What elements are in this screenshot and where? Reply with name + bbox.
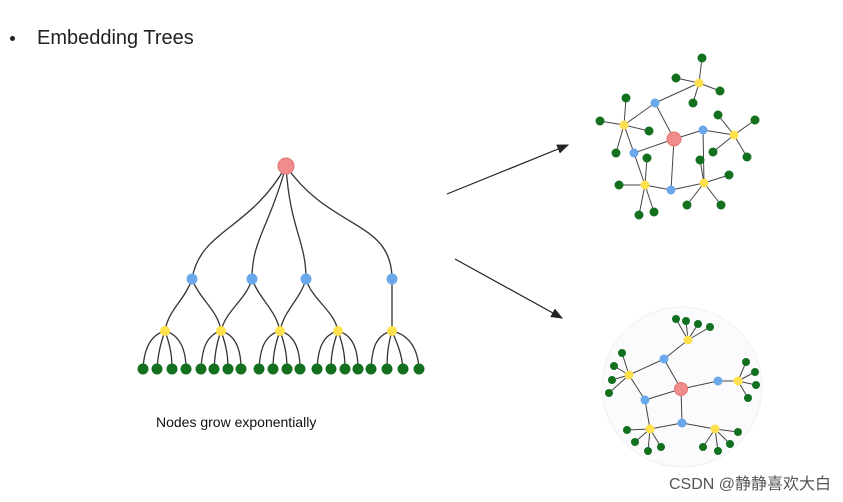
arrow-to-euclidean-embedding [446,144,570,195]
hyperbolic-root-node [674,382,688,396]
tree-node-level2 [275,326,285,336]
euclidean-node-level2 [619,120,629,130]
diagram-caption: Nodes grow exponentially [156,414,317,430]
tree-node-level1 [386,273,398,285]
bullet-dot [10,35,15,41]
tree-edges-level1 [164,278,393,332]
tree-leaf-node [381,363,393,375]
hyperbolic-node-level2 [683,335,693,345]
hyperbolic-node-level2 [645,424,655,434]
euclidean-embedding-graph [595,53,760,220]
tree-node-level2 [160,326,170,336]
tree-leaf-node [352,363,364,375]
euclidean-node-level2 [699,178,709,188]
slide-title: Embedding Trees [37,26,194,49]
euclidean-node-level1 [650,98,660,108]
tree-root-node [277,157,295,175]
hyperbolic-node-level1 [713,376,723,386]
euclidean-node-level2 [729,130,739,140]
hyperbolic-node-level1 [659,354,669,364]
hyperbolic-node-level2 [710,424,720,434]
tree-leaf-node [180,363,192,375]
euclidean-root-node [666,131,682,147]
tree-leaf-node [195,363,207,375]
tree-leaf-node [151,363,163,375]
title-line: Embedding Trees [10,24,194,52]
tree-level2-nodes [160,326,397,336]
hyperbolic-node-level2 [624,370,634,380]
tree-node-level1 [246,273,258,285]
tree-node-level2 [387,326,397,336]
hyperbolic-node-level2 [733,376,743,386]
tree-edges-root [191,165,393,280]
euclidean-node-level1 [698,125,708,135]
tree-leaf-node [235,363,247,375]
tree-leaf-node [325,363,337,375]
tree-edges-level2 [142,330,420,370]
tree-node-level2 [333,326,343,336]
tree-node-level1 [300,273,312,285]
tree-leaf-node [253,363,265,375]
tree-leaf-node [281,363,293,375]
tree-node-level2 [216,326,226,336]
arrow-to-hyperbolic-embedding [454,258,564,319]
euclidean-node-level2 [694,78,704,88]
tree-leaf-node [137,363,149,375]
hyperbolic-embedding-graph [601,306,763,468]
tree-level1-nodes [186,273,398,285]
euclidean-node-level2 [640,180,650,190]
tree-leaf-node [413,363,425,375]
watermark-text: CSDN @静静喜欢大白 [668,476,831,493]
tree-leaf-node [222,363,234,375]
tree-node-level1 [186,273,198,285]
tree-leaf-nodes [137,363,425,375]
hyperbolic-node-level1 [640,395,650,405]
hyperbolic-node-level1 [677,418,687,428]
tree-leaf-node [339,363,351,375]
tree-leaf-node [311,363,323,375]
euclidean-leaf-nodes [595,53,760,220]
tree-leaf-node [294,363,306,375]
tree-leaf-node [365,363,377,375]
tree-leaf-node [397,363,409,375]
tree-leaf-node [208,363,220,375]
tree-leaf-node [267,363,279,375]
hyperbolic-leaf-nodes [605,315,760,455]
euclidean-node-level1 [629,148,639,158]
euclidean-node-level1 [666,185,676,195]
hierarchical-tree [137,157,425,375]
tree-leaf-node [166,363,178,375]
